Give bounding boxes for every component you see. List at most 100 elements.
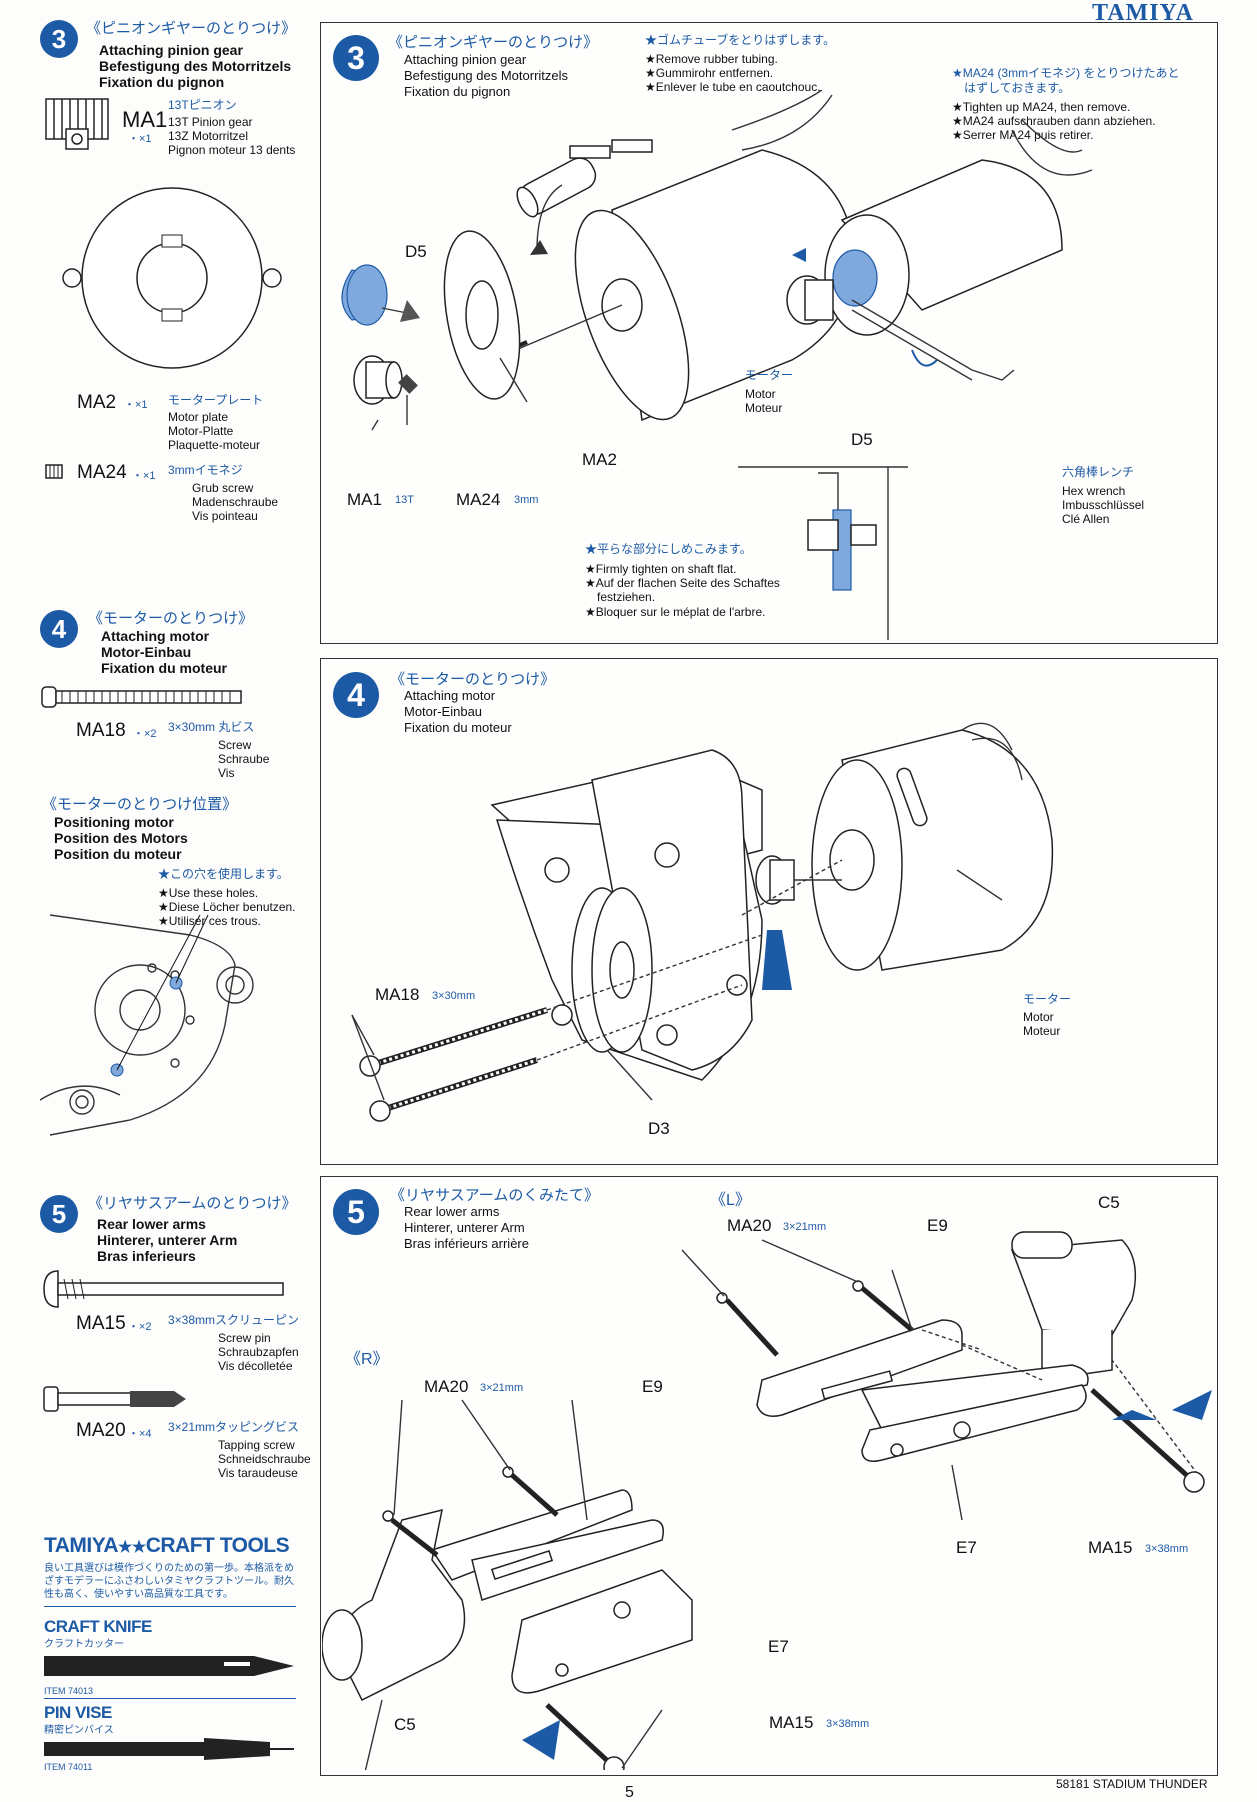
part-label: E9 [642,1377,663,1396]
craft-tools-brand: TAMIYA★★CRAFT TOOLS [44,1534,290,1557]
step-title-jp: 《ピニオンギヤーのとりつけ》 [86,20,297,37]
step-title-en: Attaching motor [101,628,210,644]
part-de: Madenschraube [192,495,279,509]
step-number: 5 [40,1195,78,1233]
step-title-en: Rear lower arms [404,1204,500,1219]
rear-arm-diagram [322,1231,1212,1770]
part-label: MA15 [1088,1538,1133,1557]
part-de: Schneidschraube [218,1452,311,1466]
part-de: 13Z Motorritzel [168,129,249,143]
step-title-fr: Fixation du pignon [404,84,511,99]
step-title-en: Attaching motor [404,688,496,703]
part-label: E9 [927,1216,948,1235]
part-fr: Plaquette-moteur [168,438,261,452]
note-fr: ★Bloquer sur le méplat de l'arbre. [585,605,766,619]
label-jp: モーター [745,368,794,382]
label-fr: Moteur [745,401,783,415]
part-label: MA1 [347,490,382,509]
label-de: Imbusschlüssel [1062,498,1145,512]
part-jp: 3×30mm 丸ビス [168,720,255,734]
part-jp: 3×38mmスクリューピン [168,1313,300,1327]
note-jp: はずしておきます。 [964,81,1071,95]
part-en: Screw pin [218,1331,271,1345]
note-fr: ★Enlever le tube en caoutchouc. [645,80,821,94]
step-title-de: Befestigung des Motorritzels [99,58,292,74]
part-qty: ・×1 [132,470,156,482]
part-de: Schraube [218,752,270,766]
screw-pin-icon [43,1270,284,1308]
step-title-jp: 《リヤサスアームのくみたて》 [390,1187,599,1204]
step-number: 3 [40,20,78,58]
part-en: Grub screw [192,481,254,495]
step-title-en: Rear lower arms [97,1216,206,1232]
part-de: Schraubzapfen [218,1345,299,1359]
part-qty: ・×1 [128,133,152,145]
part-fr: Vis taraudeuse [218,1466,298,1480]
tool-name: PIN VISE [44,1703,112,1722]
part-label: MA20 [424,1377,469,1396]
part-code: MA2 [77,392,117,413]
step-number: 4 [40,610,78,648]
part-code: MA1 [122,107,168,132]
pinion-gear-icon [45,98,109,150]
part-jp: 3mmイモネジ [168,463,243,477]
step-title-fr: Fixation du pignon [99,74,225,90]
part-jp: 3×21mmタッピングビス [168,1420,300,1434]
part-fr: Pignon moteur 13 dents [168,143,296,157]
part-label: D3 [648,1119,670,1138]
motor-position-diagram [40,914,254,1136]
step-number: 4 [333,672,379,718]
section-title-jp: 《モーターのとりつけ位置》 [42,796,238,813]
part-code: MA20 [76,1420,126,1441]
step-title-de: Motor-Einbau [404,704,483,719]
part-en: Tapping screw [218,1438,295,1452]
part-note: 3×38mm [1145,1543,1189,1555]
note-jp: ★MA24 (3mmイモネジ) をとりつけたあと [952,66,1180,80]
note-de: ★Gummirohr entfernen. [645,66,774,80]
part-note: 3mm [514,494,539,506]
note-de: ★Diese Löcher benutzen. [158,900,296,914]
step-title-de: Befestigung des Motorritzels [404,68,569,83]
grub-screw-icon [45,464,63,479]
star-icon: ★★ [118,1539,146,1556]
step-title-jp: 《ピニオンギヤーのとりつけ》 [388,34,599,51]
tool-name-jp: クラフトカッター [44,1639,124,1650]
part-qty: ・×4 [128,1428,152,1440]
tool-name-jp: 精密ピンバイス [44,1725,114,1736]
part-note: 3×38mm [826,1718,870,1730]
part-de: Motor-Platte [168,424,234,438]
tapping-screw-icon [43,1386,186,1412]
label-jp: モーター [1023,992,1072,1006]
step-title-en: Attaching pinion gear [404,52,527,67]
step-title-fr: Bras inferieurs [97,1248,196,1264]
part-label: MA15 [769,1713,814,1732]
note-jp: ★平らな部分にしめこみます。 [585,542,752,556]
note-de: ★Auf der flachen Seite des Schaftes [585,576,780,590]
step-title-fr: Bras inférieurs arrière [404,1236,529,1251]
note-en: ★Tighten up MA24, then remove. [952,100,1131,114]
page-number: 5 [625,1784,634,1801]
part-label: MA2 [582,450,617,469]
section-title-de: Position des Motors [54,830,188,846]
note-fr: ★Serrer MA24 puis retirer. [952,128,1094,142]
side-label: 《R》 [345,1351,389,1368]
part-label: D5 [851,430,873,449]
note-fr: ★Utiliser ces trous. [158,914,261,928]
step-title-jp: 《リヤサスアームのとりつけ》 [88,1195,297,1212]
product-footer: 58181 STADIUM THUNDER [1056,1777,1208,1791]
motor-plate-icon [62,187,282,369]
note-en: ★Use these holes. [158,886,259,900]
craft-description: 良い工具選びは模作づくりのための第一歩。本格派をめざすモデラーにふさわしいタミヤ… [44,1563,294,1600]
part-qty: ・×2 [128,1321,152,1333]
step-title-en: Attaching pinion gear [99,42,243,58]
side-label: 《L》 [710,1192,751,1209]
shaft-flat-detail [738,466,908,640]
craft-knife-icon [44,1656,294,1676]
pinion-assembly-diagram [341,90,1093,431]
part-code: MA24 [77,462,127,483]
part-label: MA24 [456,490,501,509]
part-label: C5 [394,1715,416,1734]
label-jp: 六角棒レンチ [1062,465,1135,479]
divider [44,1606,296,1607]
divider [44,1698,296,1699]
